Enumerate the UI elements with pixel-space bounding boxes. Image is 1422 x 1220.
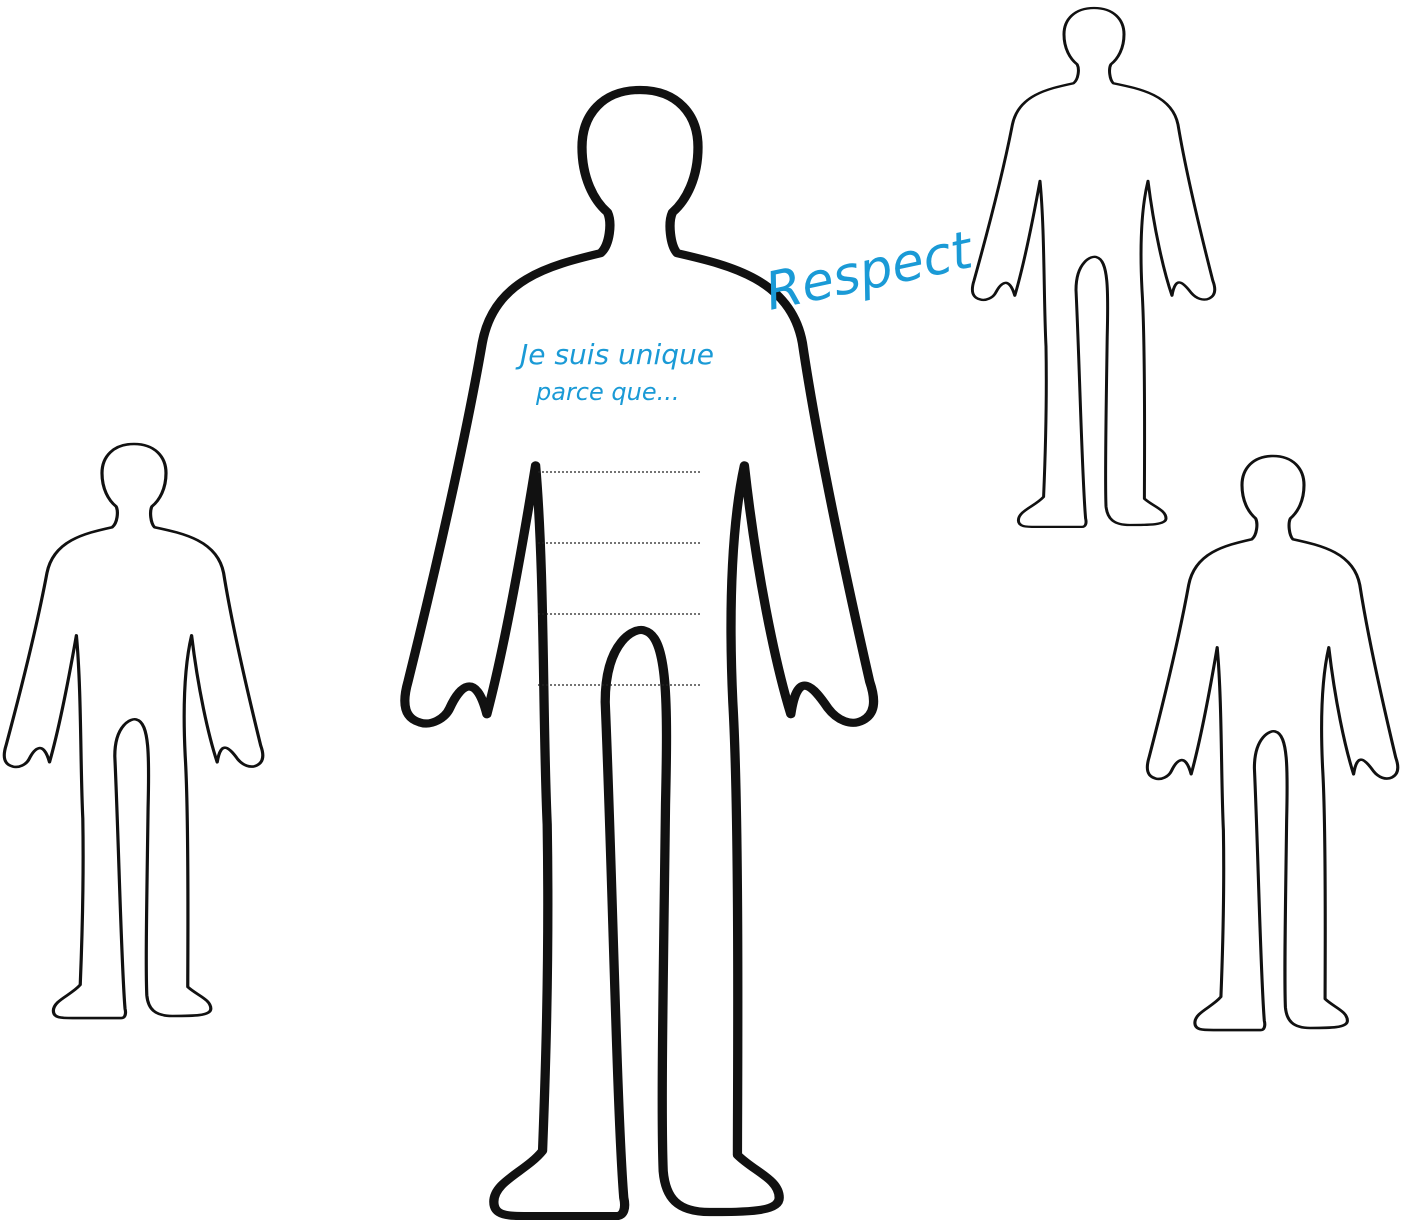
respect-label: Respect xyxy=(760,220,979,323)
prompt-line-2: parce que... xyxy=(535,378,680,406)
small-top-right-figure xyxy=(972,8,1214,527)
small-left-figure xyxy=(4,444,263,1018)
prompt-line-1: Je suis unique xyxy=(515,338,714,371)
small-bottom-right-figure xyxy=(1147,456,1398,1030)
